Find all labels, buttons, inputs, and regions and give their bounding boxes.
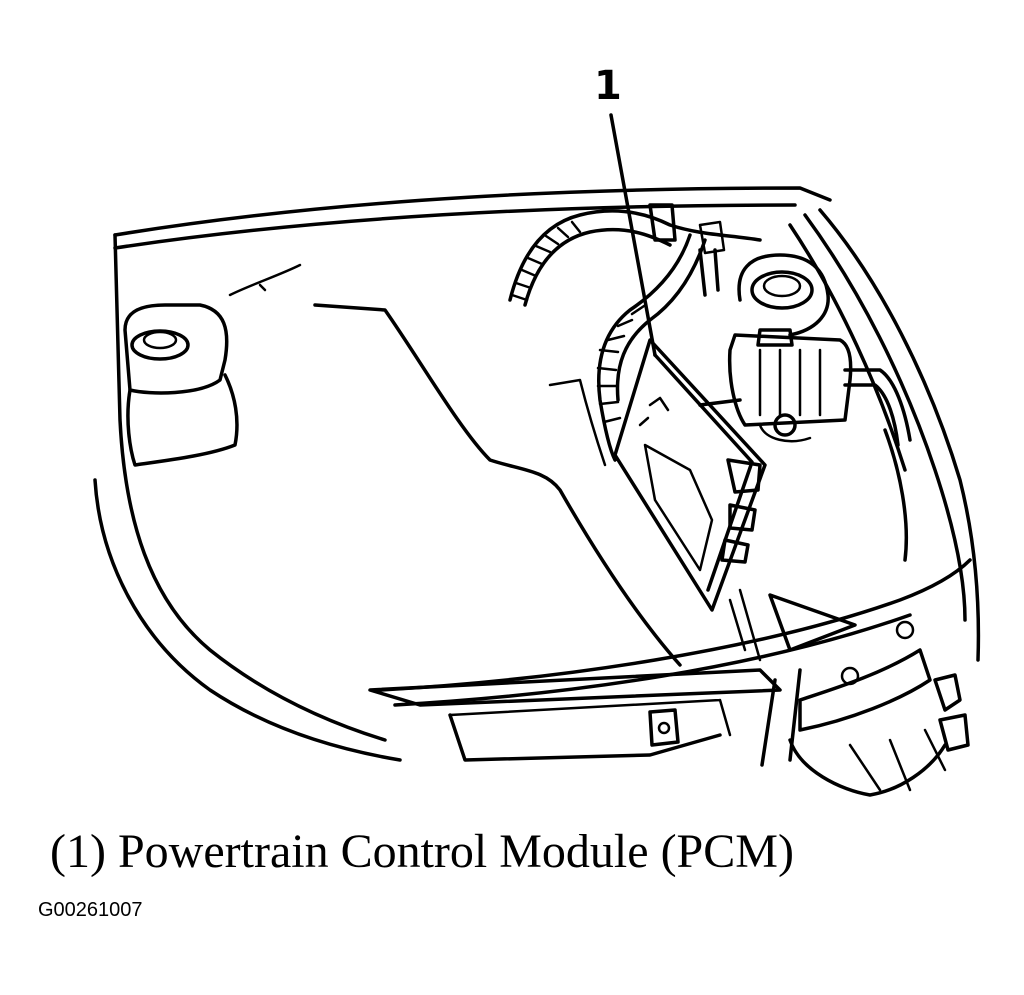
left-fender-edge bbox=[113, 233, 387, 742]
pcm-connector-block-3 bbox=[720, 538, 750, 564]
figure-code: G00261007 bbox=[38, 899, 143, 921]
callout-number-1: 1 bbox=[594, 63, 622, 109]
fastener-2 bbox=[895, 620, 915, 640]
radiator-support-front bbox=[448, 713, 722, 762]
reservoir-ribs bbox=[758, 348, 822, 417]
radiator-support-top bbox=[368, 668, 782, 707]
pcm-module-icon bbox=[613, 338, 767, 612]
harness-connector-2 bbox=[698, 220, 726, 255]
inner-panel-ridge bbox=[313, 303, 682, 667]
inner-panel-line-1 bbox=[228, 263, 302, 297]
reservoir-cap bbox=[756, 328, 794, 347]
callout-leader-line bbox=[609, 113, 657, 357]
harness-ribs bbox=[510, 220, 582, 302]
pcm-housing bbox=[613, 338, 767, 612]
master-cylinder-base bbox=[758, 423, 812, 443]
lower-panel-line-1 bbox=[768, 593, 857, 652]
inner-panel-line-2 bbox=[258, 283, 267, 292]
pcm-connector-block bbox=[726, 458, 762, 494]
radiator-support-lower bbox=[448, 698, 732, 737]
fender-top-edge-inner bbox=[113, 203, 797, 250]
left-outer-line bbox=[93, 478, 402, 762]
pcm-face-panel bbox=[643, 443, 714, 572]
right-inner-fender-curve bbox=[883, 428, 909, 562]
inner-panel-line-3 bbox=[548, 378, 607, 467]
fender-top-edge bbox=[113, 186, 832, 237]
wiring-harness-top-2 bbox=[523, 227, 672, 307]
reservoir-body bbox=[727, 333, 853, 427]
pcm-connector-block-2 bbox=[728, 503, 757, 532]
front-fascia bbox=[788, 738, 947, 797]
harness-connector bbox=[648, 203, 677, 242]
pcm-bracket bbox=[638, 396, 670, 427]
right-fender-mid bbox=[803, 213, 967, 622]
wiring-harness-down bbox=[597, 233, 692, 462]
bracket-tab-1 bbox=[933, 673, 962, 712]
latch-block bbox=[648, 708, 680, 747]
lower-panel-line-2 bbox=[728, 588, 762, 662]
wiring-harness-top bbox=[508, 209, 762, 302]
figure-caption: (1) Powertrain Control Module (PCM) bbox=[50, 825, 794, 878]
master-cylinder-bolt bbox=[773, 413, 797, 437]
left-strut-tower bbox=[123, 303, 229, 395]
right-fender-inner bbox=[788, 223, 907, 472]
left-strut-mount-inner bbox=[142, 330, 178, 350]
fastener-1 bbox=[840, 666, 860, 686]
left-strut-skirt bbox=[126, 373, 239, 467]
harness-branch bbox=[698, 248, 720, 297]
harness-down-ribs bbox=[596, 304, 646, 424]
fascia-detail-1 bbox=[848, 728, 947, 792]
left-strut-mount-outer bbox=[130, 329, 190, 361]
vertical-frame-1 bbox=[788, 668, 802, 762]
right-fender-outer bbox=[818, 208, 981, 662]
right-strut-mount-outer bbox=[750, 270, 814, 310]
right-strut-mount-inner bbox=[762, 274, 802, 298]
vertical-frame-2 bbox=[760, 678, 777, 767]
headlamp-area bbox=[798, 648, 932, 732]
latch-bolt bbox=[657, 721, 671, 735]
right-strut-tower bbox=[737, 253, 830, 337]
bracket-tab-2 bbox=[938, 713, 970, 752]
